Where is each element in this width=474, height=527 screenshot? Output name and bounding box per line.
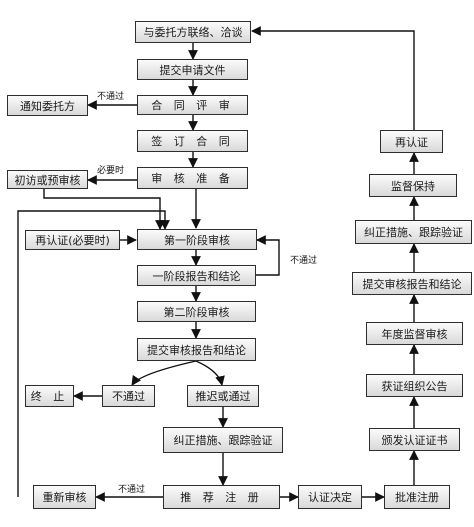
node-recert-if-needed: 再认证(必要时) (25, 230, 120, 250)
edge-reaudit-stage1 (17, 210, 170, 497)
node-cert-decision: 认证决定 (298, 485, 362, 509)
node-contact: 与委托方联络、洽谈 (135, 21, 251, 43)
node-corrective-right: 纠正措施、跟踪验证 (355, 220, 472, 244)
node-initial-visit: 初访或预审核 (7, 170, 88, 189)
label-if-needed: 必要时 (97, 166, 125, 176)
node-recommend-register: 推 荐 注 册 (163, 485, 280, 509)
node-maintain: 监督保持 (369, 174, 457, 197)
node-corrective-left: 纠正措施、跟踪验证 (163, 427, 283, 453)
label-fail-contract: 不通过 (97, 92, 125, 102)
node-not-passed: 不通过 (102, 385, 155, 407)
label-fail-recommend: 不通过 (118, 485, 146, 495)
node-annual-audit: 年度监督审核 (366, 322, 463, 345)
node-approve-register: 批准注册 (384, 485, 450, 509)
node-issue-cert: 颁发认证证书 (369, 428, 460, 451)
node-contract-review: 合 同 评 审 (137, 95, 248, 115)
edge-submit-pass (195, 360, 225, 386)
edge-stage1-loop (256, 235, 280, 276)
node-submit-report: 提交审核报告和结论 (137, 338, 256, 361)
node-notify-client: 通知委托方 (7, 95, 88, 116)
node-audit-prep: 审 核 准 备 (137, 167, 248, 189)
node-recert: 再认证 (380, 130, 443, 153)
node-submit-docs: 提交申请文件 (137, 59, 248, 80)
node-submit-report-right: 提交审核报告和结论 (352, 272, 472, 295)
node-stage2-audit: 第二阶段审核 (137, 301, 256, 322)
node-stage1-audit: 第一阶段审核 (137, 229, 257, 250)
node-stage1-report: 一阶段报告和结论 (137, 265, 256, 286)
edge-recert-contact (251, 26, 415, 130)
node-postpone-or-pass: 推迟或通过 (187, 385, 259, 407)
node-publish: 获证组织公告 (366, 374, 463, 397)
node-re-audit: 重新审核 (33, 485, 96, 509)
label-fail-stage1: 不通过 (290, 256, 318, 266)
node-terminate: 终 止 (25, 385, 74, 407)
edge-submit-fail (131, 360, 197, 386)
edge-visit-stage1 (43, 189, 165, 230)
node-sign-contract: 签 订 合 同 (137, 130, 248, 152)
